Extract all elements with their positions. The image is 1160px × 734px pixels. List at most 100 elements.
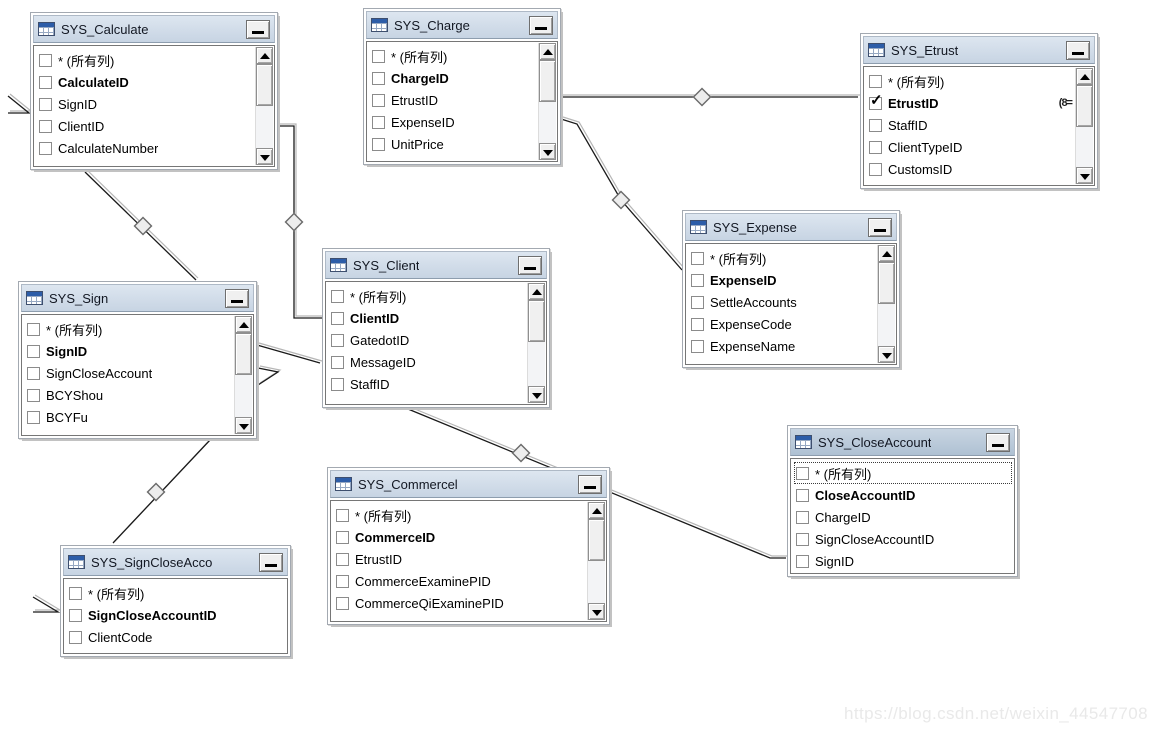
minimize-button[interactable] [225, 288, 249, 308]
scrollbar-thumb[interactable] [528, 300, 545, 342]
column-checkbox[interactable] [336, 508, 349, 522]
column-checkbox[interactable] [336, 530, 349, 544]
column-checkbox[interactable] [39, 53, 52, 67]
table-header[interactable]: SYS_Charge [366, 11, 558, 39]
scrollbar[interactable] [538, 43, 556, 160]
scroll-down-button[interactable] [539, 143, 556, 160]
scrollbar-thumb[interactable] [1076, 85, 1093, 127]
scroll-down-button[interactable] [878, 346, 895, 363]
table-header[interactable]: SYS_Client [325, 251, 547, 279]
relation-calculate-sign[interactable] [84, 169, 199, 281]
column-checkbox[interactable] [372, 137, 385, 151]
relationship-diamond[interactable] [511, 443, 531, 463]
relation-calculate-client[interactable] [277, 123, 324, 319]
column-checkbox[interactable] [796, 510, 809, 524]
column-checkbox[interactable] [27, 322, 40, 336]
table-header[interactable]: SYS_Sign [21, 284, 254, 312]
column-checkbox[interactable] [39, 97, 52, 111]
minimize-button[interactable] [246, 19, 270, 39]
column-checkbox[interactable] [39, 119, 52, 133]
relationship-diamond[interactable] [133, 216, 153, 236]
column-checkbox[interactable] [869, 162, 882, 176]
column-checkbox[interactable] [372, 115, 385, 129]
scrollbar[interactable] [1075, 68, 1093, 184]
scrollbar-thumb[interactable] [588, 519, 605, 561]
table-header[interactable]: SYS_Commercel [330, 470, 607, 498]
scroll-down-button[interactable] [588, 603, 605, 620]
table-header[interactable]: SYS_CloseAccount [790, 428, 1015, 456]
column-checkbox[interactable]: ✓ [869, 93, 883, 110]
relationship-diamond[interactable] [146, 482, 166, 502]
scroll-down-button[interactable] [235, 417, 252, 434]
relation-charge-expense[interactable] [560, 116, 685, 271]
scrollbar-thumb[interactable] [235, 333, 252, 375]
column-checkbox[interactable] [27, 410, 40, 424]
column-checkbox[interactable] [691, 317, 704, 331]
column-checkbox[interactable] [691, 251, 704, 265]
relation-sign-stub[interactable] [257, 365, 282, 386]
scrollbar-thumb[interactable] [256, 64, 273, 106]
relationship-diamond[interactable] [692, 87, 712, 107]
relation-sign-client[interactable] [256, 342, 323, 364]
column-checkbox[interactable] [331, 311, 344, 325]
column-checkbox[interactable] [691, 339, 704, 353]
scroll-up-button[interactable] [539, 43, 556, 60]
scrollbar[interactable] [527, 283, 545, 403]
scroll-down-button[interactable] [528, 386, 545, 403]
column-checkbox[interactable] [372, 49, 385, 63]
scroll-down-button[interactable] [1076, 167, 1093, 184]
minimize-button[interactable] [259, 552, 283, 572]
column-checkbox[interactable] [796, 488, 809, 502]
column-checkbox[interactable] [69, 586, 82, 600]
scrollbar-thumb[interactable] [539, 60, 556, 102]
column-checkbox[interactable] [27, 388, 40, 402]
relation-edge-left-bottom[interactable] [32, 594, 63, 613]
scrollbar[interactable] [587, 502, 605, 620]
table-header[interactable]: SYS_Etrust [863, 36, 1095, 64]
column-checkbox[interactable] [331, 377, 344, 391]
column-checkbox[interactable] [691, 273, 704, 287]
table-header[interactable]: SYS_SignCloseAcco [63, 548, 288, 576]
scroll-up-button[interactable] [878, 245, 895, 262]
column-checkbox[interactable] [796, 466, 809, 480]
minimize-button[interactable] [518, 255, 542, 275]
relation-client-closeaccount[interactable] [407, 406, 788, 559]
column-checkbox[interactable] [691, 295, 704, 309]
scroll-up-button[interactable] [256, 47, 273, 64]
relation-edge-left-top[interactable] [7, 93, 33, 114]
table-header[interactable]: SYS_Expense [685, 213, 897, 241]
column-checkbox[interactable] [27, 344, 40, 358]
scroll-up-button[interactable] [588, 502, 605, 519]
column-checkbox[interactable] [39, 141, 52, 155]
scrollbar[interactable] [255, 47, 273, 165]
scrollbar[interactable] [234, 316, 252, 434]
column-checkbox[interactable] [869, 118, 882, 132]
column-checkbox[interactable] [69, 608, 82, 622]
scroll-down-button[interactable] [256, 148, 273, 165]
minimize-button[interactable] [1066, 40, 1090, 60]
relationship-diamond[interactable] [284, 212, 304, 232]
scroll-up-button[interactable] [235, 316, 252, 333]
column-checkbox[interactable] [372, 71, 385, 85]
minimize-button[interactable] [578, 474, 602, 494]
column-checkbox[interactable] [336, 552, 349, 566]
column-checkbox[interactable] [69, 630, 82, 644]
minimize-button[interactable] [868, 217, 892, 237]
minimize-button[interactable] [986, 432, 1010, 452]
scrollbar[interactable] [877, 245, 895, 363]
scroll-up-button[interactable] [1076, 68, 1093, 85]
relation-sign-signcloseacco[interactable] [112, 437, 213, 544]
relation-charge-etrust[interactable] [561, 87, 860, 107]
column-checkbox[interactable] [796, 532, 809, 546]
column-checkbox[interactable] [372, 93, 385, 107]
column-checkbox[interactable] [336, 574, 349, 588]
column-checkbox[interactable] [27, 366, 40, 380]
column-checkbox[interactable] [331, 333, 344, 347]
column-checkbox[interactable] [869, 140, 882, 154]
column-checkbox[interactable] [336, 596, 349, 610]
minimize-button[interactable] [529, 15, 553, 35]
column-checkbox[interactable] [331, 289, 344, 303]
table-header[interactable]: SYS_Calculate [33, 15, 275, 43]
scrollbar-thumb[interactable] [878, 262, 895, 304]
column-checkbox[interactable] [796, 554, 809, 568]
